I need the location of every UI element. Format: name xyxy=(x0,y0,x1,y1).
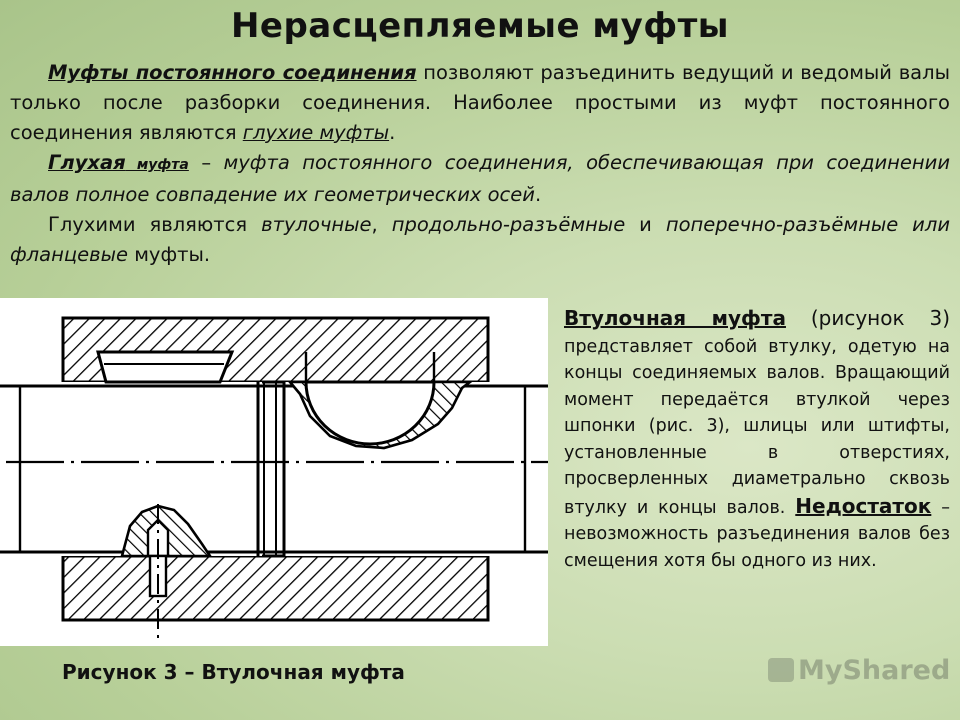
intro-paragraph-3: Глухими являются втулочные, продольно-ра… xyxy=(10,210,950,270)
intro-p3-sep1: , xyxy=(371,213,392,236)
left-key xyxy=(96,350,235,384)
type-split: продольно-разъёмные xyxy=(391,213,626,236)
intro-p3-end: муфты. xyxy=(128,243,211,266)
intro-p3-sep2: и xyxy=(625,213,666,236)
sleeve-coupling-svg xyxy=(0,316,548,638)
intro-p1-text: позволяют разъединить ведущий и ведомый … xyxy=(10,61,950,144)
drawback-heading: Недостаток xyxy=(795,493,932,518)
watermark-text: MyShared xyxy=(798,655,951,686)
intro-paragraph-2: Глухая муфта – муфта постоянного соедине… xyxy=(10,148,950,210)
sleeve-coupling-heading: Втулочная муфта xyxy=(564,306,786,330)
sleeve-coupling-description: Втулочная муфта (рисунок 3) представляет… xyxy=(564,305,950,574)
term-rigid: Глухая xyxy=(48,151,126,174)
drawback-body: – невозможность разъединения валов без с… xyxy=(564,497,950,571)
sleeve-coupling-drawing xyxy=(0,298,548,646)
intro-paragraph-1: Муфты постоянного соединения позволяют р… xyxy=(10,58,950,148)
term-rigid-couplings: глухие муфты xyxy=(242,121,390,144)
sleeve-coupling-body: представляет собой втулку, одетую на кон… xyxy=(564,336,950,518)
figure-reference: (рисунок 3) xyxy=(785,306,950,330)
intro-p3-start: Глухими являются xyxy=(48,213,262,236)
intro-p2-end: . xyxy=(534,183,542,206)
term-permanent-couplings: Муфты постоянного соединения xyxy=(48,61,417,84)
figure-caption: Рисунок 3 – Втулочная муфта xyxy=(62,660,405,684)
intro-p1-end: . xyxy=(389,121,396,144)
intro-p2-dash: – xyxy=(188,151,224,174)
term-coupling: муфта xyxy=(125,157,189,173)
watermark: MyShared xyxy=(768,655,950,686)
sleeve-bottom-wall xyxy=(61,554,490,622)
rigid-definition: муфта постоянного соединения, обеспечива… xyxy=(10,151,950,206)
watermark-logo-icon xyxy=(768,658,794,682)
page-title: Нерасцепляемые муфты xyxy=(230,6,730,46)
right-half-round-key xyxy=(304,380,436,446)
intro-text: Муфты постоянного соединения позволяют р… xyxy=(10,58,950,270)
type-flanged: поперечно-разъёмные или фланцевые xyxy=(10,213,950,266)
type-sleeve: втулочные xyxy=(261,213,372,236)
